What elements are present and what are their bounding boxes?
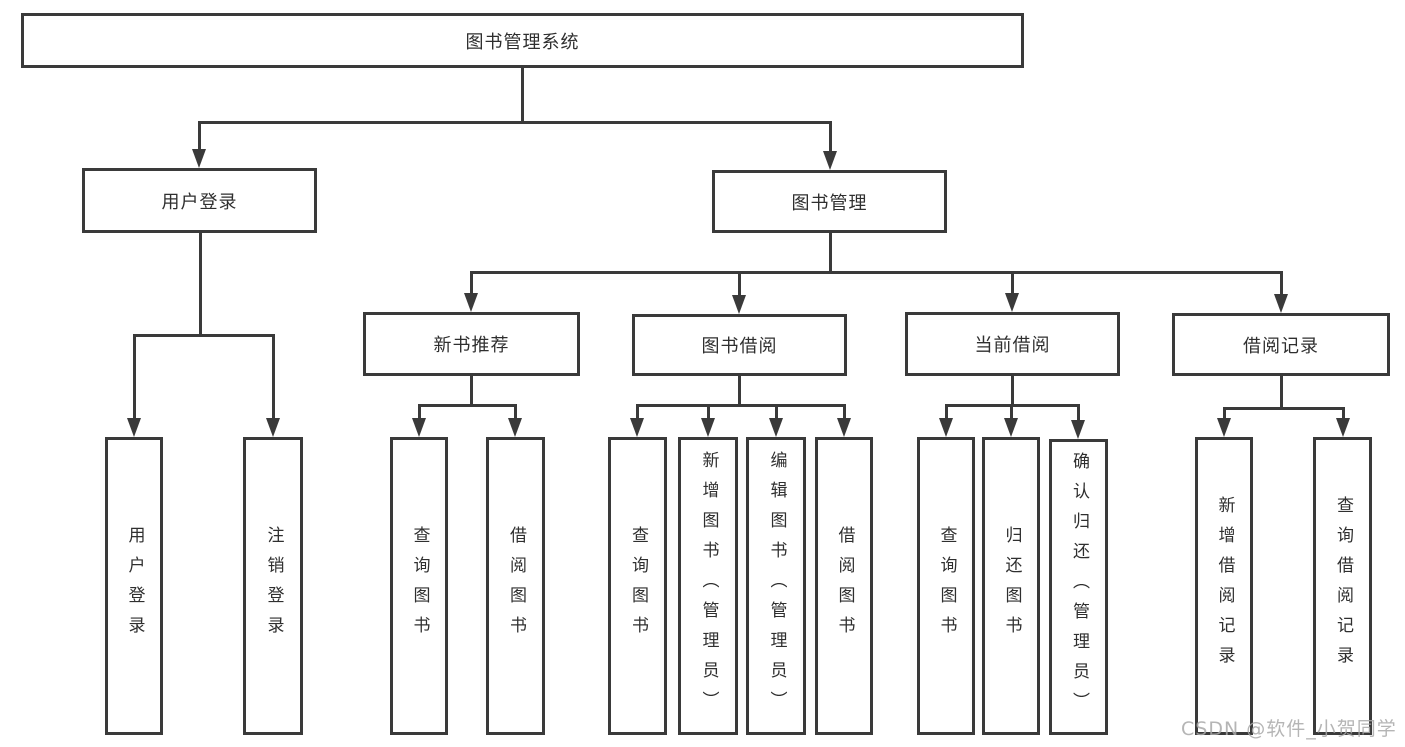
diagram-node-book-borrowing: 图书借阅 bbox=[632, 314, 847, 376]
edge-drop-current-borrowing-0 bbox=[945, 405, 948, 420]
node-label-leaf-query-books-2: 查询图书 bbox=[628, 526, 648, 646]
node-label-current-borrowing: 当前借阅 bbox=[974, 335, 1051, 356]
edge-stem-user-login bbox=[199, 233, 202, 335]
diagram-node-system: 图书管理系统 bbox=[21, 13, 1024, 68]
arrow-down-icon bbox=[769, 418, 783, 437]
node-label-leaf-borrow-books-1: 借阅图书 bbox=[506, 526, 526, 646]
node-label-leaf-query-books-1: 查询图书 bbox=[409, 526, 430, 646]
node-label-leaf-query-books-3: 查询图书 bbox=[936, 526, 957, 646]
diagram-node-leaf-user-login: 用户登录 bbox=[105, 437, 163, 735]
edge-stem-borrowing-records bbox=[1280, 376, 1283, 408]
node-label-leaf-return-books: 归还图书 bbox=[1001, 526, 1022, 646]
node-label-user-login: 用户登录 bbox=[161, 191, 238, 213]
arrow-down-icon bbox=[127, 418, 141, 437]
edge-drop-book-management-2 bbox=[1011, 272, 1014, 295]
diagram-node-leaf-return-books: 归还图书 bbox=[982, 437, 1040, 735]
arrow-down-icon bbox=[508, 418, 522, 437]
arrow-down-icon bbox=[701, 418, 715, 437]
edge-drop-book-borrowing-0 bbox=[636, 405, 639, 420]
edge-drop-borrowing-records-0 bbox=[1223, 408, 1226, 420]
arrow-down-icon bbox=[1336, 418, 1350, 437]
node-label-borrowing-records: 借阅记录 bbox=[1243, 335, 1319, 357]
edge-stem-book-borrowing bbox=[738, 376, 741, 405]
arrow-down-icon bbox=[192, 149, 206, 168]
node-label-leaf-logout: 注销登录 bbox=[263, 526, 284, 646]
edge-drop-book-management-3 bbox=[1280, 272, 1283, 296]
arrow-down-icon bbox=[266, 418, 280, 437]
node-label-leaf-edit-books: 编辑图书（管理员） bbox=[766, 451, 787, 721]
edge-branch-book-management bbox=[470, 271, 1283, 274]
arrow-down-icon bbox=[1274, 294, 1288, 313]
diagram-node-leaf-add-borrow-record: 新增借阅记录 bbox=[1195, 437, 1253, 735]
csdn-watermark: CSDN @软件_小贺同学 bbox=[1181, 718, 1397, 740]
edge-stem-book-management bbox=[829, 233, 832, 272]
node-label-book-management: 图书管理 bbox=[791, 192, 868, 214]
edge-drop-user-login-0 bbox=[133, 335, 136, 420]
edge-stem-system bbox=[521, 68, 524, 122]
node-label-leaf-query-borrow-record: 查询借阅记录 bbox=[1333, 496, 1353, 676]
node-label-system: 图书管理系统 bbox=[465, 31, 580, 53]
node-label-leaf-user-login: 用户登录 bbox=[124, 526, 145, 646]
edge-drop-book-management-0 bbox=[470, 272, 473, 295]
diagram-node-user-login: 用户登录 bbox=[82, 168, 317, 233]
node-label-book-borrowing: 图书借阅 bbox=[701, 336, 778, 357]
diagram-node-current-borrowing: 当前借阅 bbox=[905, 312, 1120, 376]
arrow-down-icon bbox=[1004, 418, 1018, 437]
edge-branch-system bbox=[198, 121, 832, 124]
node-label-leaf-borrow-books-2: 借阅图书 bbox=[834, 526, 855, 646]
edge-drop-user-login-1 bbox=[272, 335, 275, 420]
edge-drop-system-1 bbox=[829, 122, 832, 153]
arrow-down-icon bbox=[837, 418, 851, 437]
node-label-new-book-recommend: 新书推荐 bbox=[433, 335, 510, 356]
edge-branch-new-book-recommend bbox=[418, 404, 517, 407]
edge-drop-current-borrowing-2 bbox=[1077, 405, 1080, 422]
diagram-node-leaf-query-books-3: 查询图书 bbox=[917, 437, 975, 735]
edge-drop-system-0 bbox=[198, 122, 201, 151]
arrow-down-icon bbox=[823, 151, 837, 170]
diagram-node-book-management: 图书管理 bbox=[712, 170, 947, 233]
arrow-down-icon bbox=[464, 293, 478, 312]
arrow-down-icon bbox=[1071, 420, 1085, 439]
edge-drop-new-book-recommend-1 bbox=[514, 405, 517, 420]
edge-branch-borrowing-records bbox=[1223, 407, 1345, 410]
edge-drop-borrowing-records-1 bbox=[1342, 408, 1345, 420]
arrow-down-icon bbox=[939, 418, 953, 437]
edge-drop-current-borrowing-1 bbox=[1010, 405, 1013, 420]
diagram-node-borrowing-records: 借阅记录 bbox=[1172, 313, 1390, 376]
edge-stem-current-borrowing bbox=[1011, 376, 1014, 405]
edge-drop-book-borrowing-1 bbox=[707, 405, 710, 420]
diagram-node-leaf-borrow-books-2: 借阅图书 bbox=[815, 437, 873, 735]
diagram-node-leaf-logout: 注销登录 bbox=[243, 437, 303, 735]
arrow-down-icon bbox=[732, 295, 746, 314]
diagram-node-leaf-query-books-1: 查询图书 bbox=[390, 437, 448, 735]
edge-stem-new-book-recommend bbox=[470, 376, 473, 405]
node-label-leaf-add-books: 新增图书（管理员） bbox=[698, 451, 719, 721]
diagram-node-leaf-query-books-2: 查询图书 bbox=[608, 437, 667, 735]
edge-drop-new-book-recommend-0 bbox=[418, 405, 421, 420]
diagram-node-leaf-add-books: 新增图书（管理员） bbox=[678, 437, 738, 735]
arrow-down-icon bbox=[630, 418, 644, 437]
edge-branch-user-login bbox=[133, 334, 275, 337]
arrow-down-icon bbox=[412, 418, 426, 437]
diagram-node-leaf-query-borrow-record: 查询借阅记录 bbox=[1313, 437, 1372, 735]
diagram-node-leaf-edit-books: 编辑图书（管理员） bbox=[746, 437, 806, 735]
diagram-node-leaf-confirm-return: 确认归还（管理员） bbox=[1049, 439, 1108, 735]
diagram-node-new-book-recommend: 新书推荐 bbox=[363, 312, 580, 376]
edge-drop-book-borrowing-3 bbox=[843, 405, 846, 420]
node-label-leaf-confirm-return: 确认归还（管理员） bbox=[1069, 452, 1089, 722]
node-label-leaf-add-borrow-record: 新增借阅记录 bbox=[1214, 496, 1235, 676]
edge-drop-book-borrowing-2 bbox=[775, 405, 778, 420]
edge-drop-book-management-1 bbox=[738, 272, 741, 297]
arrow-down-icon bbox=[1217, 418, 1231, 437]
arrow-down-icon bbox=[1005, 293, 1019, 312]
diagram-node-leaf-borrow-books-1: 借阅图书 bbox=[486, 437, 545, 735]
edge-branch-book-borrowing bbox=[636, 404, 846, 407]
